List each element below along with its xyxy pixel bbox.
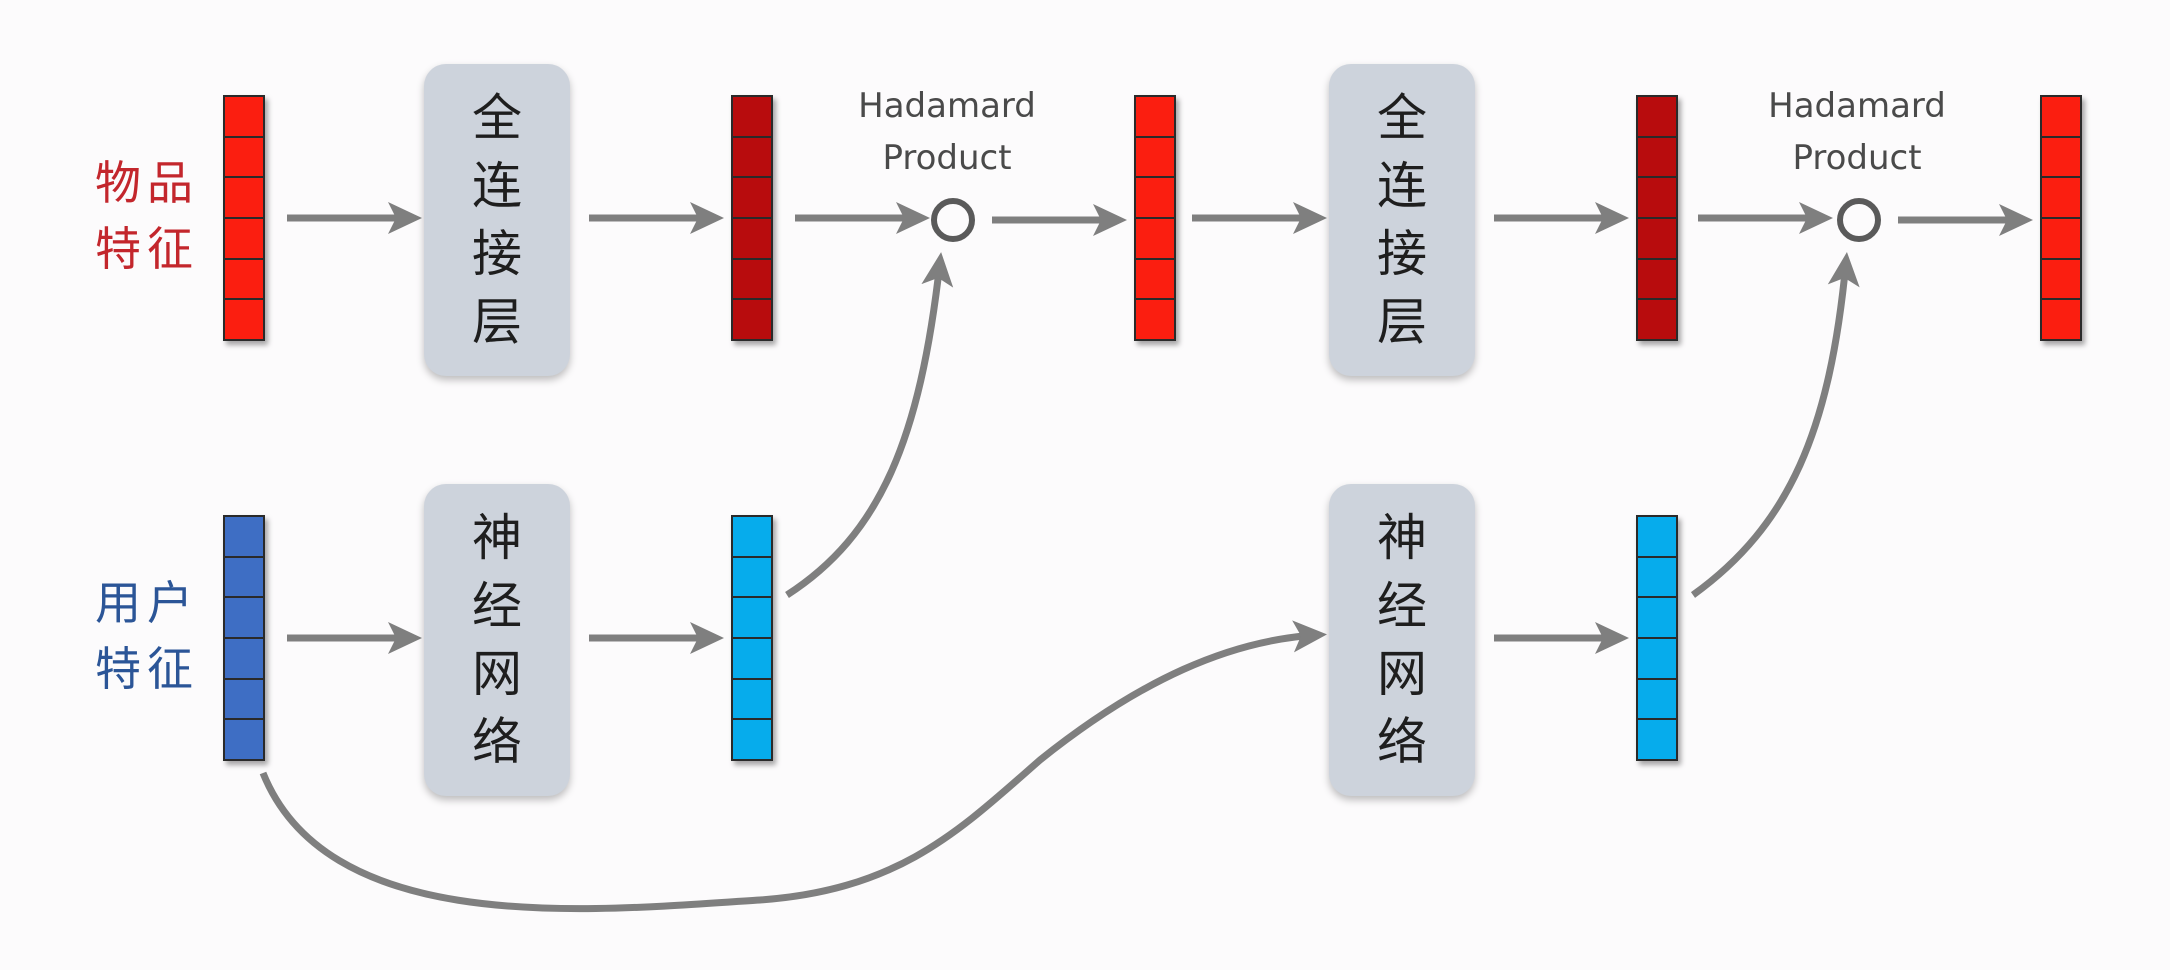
fc2-char-1: 全 [1377,89,1427,147]
hadamard-product-operator-2 [1837,198,1881,242]
user-label-line1: 用户 [95,576,199,630]
hadamard-label-2: Hadamard Product [1747,80,1967,184]
fc2-char-4: 层 [1377,293,1427,351]
arrow-user-to-nn2 [259,620,1327,913]
final-output-vector [2040,95,2082,341]
neural-network-1: 神 经 网 络 [424,484,570,796]
nn2-char-2: 经 [1377,577,1427,635]
fc1-char-3: 接 [472,225,522,283]
nn2-char-3: 网 [1377,645,1427,703]
nn1-char-1: 神 [472,509,522,567]
fc2-char-2: 连 [1377,157,1427,215]
hadamard2-line1: Hadamard [1768,86,1946,126]
fc1-char-1: 全 [472,89,522,147]
hadamard1-output-vector [1134,95,1176,341]
fully-connected-layer-2: 全 连 接 层 [1329,64,1475,376]
fc2-output-vector [1636,95,1678,341]
hadamard2-line2: Product [1792,138,1922,178]
nn2-output-vector [1636,515,1678,761]
fc2-char-3: 接 [1377,225,1427,283]
fully-connected-layer-1: 全 连 接 层 [424,64,570,376]
user-feature-vector [223,515,265,761]
nn1-output-vector [731,515,773,761]
nn2-char-1: 神 [1377,509,1427,567]
hadamard-label-1: Hadamard Product [837,80,1057,184]
fc1-output-vector [731,95,773,341]
nn1-char-3: 网 [472,645,522,703]
hadamard1-line1: Hadamard [858,86,1036,126]
item-label-line2: 特征 [95,222,199,276]
neural-network-2: 神 经 网 络 [1329,484,1475,796]
nn1-char-4: 络 [472,713,522,771]
nn1-char-2: 经 [472,577,522,635]
hadamard-product-operator-1 [931,198,975,242]
fc1-char-4: 层 [472,293,522,351]
item-features-label: 物品 特征 [95,150,205,282]
arrow-user-vec2-to-hadamard2 [1690,252,1860,598]
user-label-line2: 特征 [95,642,199,696]
item-feature-vector [223,95,265,341]
nn2-char-4: 络 [1377,713,1427,771]
user-features-label: 用户 特征 [95,570,205,702]
hadamard1-line2: Product [882,138,1012,178]
item-label-line1: 物品 [95,156,199,210]
arrow-user-vec-to-hadamard1 [785,252,954,598]
fc1-char-2: 连 [472,157,522,215]
